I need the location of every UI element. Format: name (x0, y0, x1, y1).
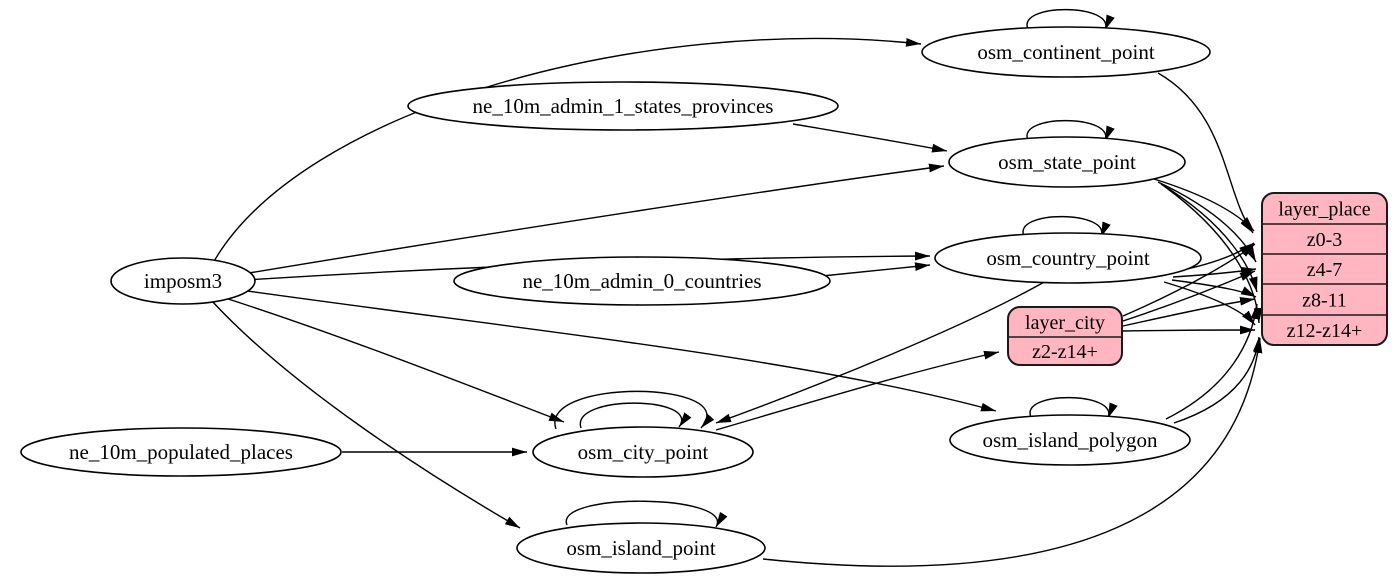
node-osm_country_point: osm_country_point (934, 232, 1202, 284)
self-loop-osm_city_point-1 (554, 390, 715, 430)
record-layer_place-row-1: z4-7 (1307, 259, 1343, 281)
record-layer_city-box (1007, 306, 1123, 366)
node-ne_10m_admin_0_countries-shape (453, 256, 831, 306)
record-layer_city-row-0: z2-z14+ (1032, 341, 1098, 363)
record-layer_city: layer_city z2-z14+ (1007, 306, 1123, 366)
edge-ne_10m_admin_0_countries-osm_country_point (821, 262, 931, 277)
self-loop-osm_country_point (1022, 216, 1111, 238)
node-osm_island_polygon: osm_island_polygon (949, 414, 1191, 466)
node-osm_island_point-label: osm_island_point (566, 536, 716, 560)
node-osm_country_point-label: osm_country_point (986, 246, 1149, 270)
record-layer_place-row-2: z8-11 (1302, 290, 1347, 312)
self-loop-osm_island_polygon (1029, 397, 1118, 419)
node-imposm3: imposm3 (110, 257, 256, 305)
node-ne_10m_admin_1_states_provinces-label: ne_10m_admin_1_states_provinces (473, 94, 774, 118)
edge-imposm3-osm_city_point (221, 296, 565, 423)
record-layer_city-title: layer_city (1025, 312, 1105, 334)
edge-imposm3-osm_continent_point (212, 37, 922, 264)
record-layer_place-box (1261, 192, 1388, 346)
node-osm_island_polygon-shape (949, 414, 1191, 466)
edges-layer (210, 9, 1263, 567)
node-osm_island_point-shape (516, 522, 766, 574)
edge-imposm3-osm_state_point (242, 163, 945, 275)
node-osm_state_point-shape (948, 136, 1186, 188)
node-osm_continent_point: osm_continent_point (921, 26, 1211, 78)
self-loop-osm_city_point-2 (579, 402, 692, 429)
node-osm_city_point-shape (532, 426, 754, 478)
self-loop-osm_island_point (565, 500, 728, 528)
node-osm_island_point: osm_island_point (516, 522, 766, 574)
edge-osm_island_polygon-layer_place-z8-11 (1165, 303, 1260, 420)
edge-osm_country_point-layer_place-z12-z14+ (1163, 281, 1256, 326)
node-ne_10m_populated_places-label: ne_10m_populated_places (69, 440, 293, 464)
node-osm_city_point: osm_city_point (532, 426, 754, 478)
self-loop-osm_continent_point (1026, 9, 1115, 31)
node-osm_continent_point-label: osm_continent_point (977, 40, 1154, 64)
record-layer_place-row-0: z0-3 (1307, 229, 1343, 251)
record-layer_place: layer_place z0-3 z4-7 z8-11 z12-z14+ (1261, 192, 1388, 346)
node-osm_country_point-shape (934, 232, 1202, 284)
edge-osm_continent_point-layer_place-z0-3 (1157, 72, 1254, 234)
record-layer_place-row-3: z12-z14+ (1287, 320, 1363, 342)
node-ne_10m_admin_0_countries: ne_10m_admin_0_countries (453, 256, 831, 306)
edge-layer_city-layer_place-z8-11 (1122, 296, 1256, 327)
nodes-layer: imposm3 ne_10m_admin_1_states_provincesne… (20, 26, 1388, 574)
edge-imposm3-osm_island_point (210, 299, 521, 529)
edge-layer_city-layer_place-z4-7 (1122, 270, 1256, 322)
edge-layer_city-layer_place-z12-z14+ (1122, 325, 1256, 335)
edge-osm_country_point-osm_city_point (715, 280, 1047, 424)
edge-osm_island_polygon-layer_place-z12-z14+ (1173, 336, 1262, 424)
node-osm_state_point: osm_state_point (948, 136, 1186, 188)
node-ne_10m_admin_1_states_provinces-shape (407, 81, 839, 131)
node-osm_city_point-label: osm_city_point (578, 440, 709, 464)
edge-osm_country_point-layer_place-z8-11 (1171, 279, 1257, 298)
node-ne_10m_admin_0_countries-label: ne_10m_admin_0_countries (522, 269, 761, 293)
edge-ne_10m_admin_1_states_provinces-osm_state_point (792, 123, 948, 153)
edge-osm_city_point-layer_city-z2-z14+ (715, 350, 1000, 431)
edge-osm_country_point-layer_place-z4-7 (1172, 266, 1257, 278)
edge-osm_state_point-layer_place-z0-3 (1153, 178, 1255, 232)
node-osm_state_point-label: osm_state_point (998, 150, 1136, 174)
edge-osm_island_point-layer_place-z12-z14+ (762, 337, 1263, 567)
node-imposm3-label: imposm3 (144, 269, 222, 293)
node-ne_10m_populated_places: ne_10m_populated_places (20, 427, 342, 477)
record-layer_place-title: layer_place (1278, 199, 1370, 221)
node-ne_10m_admin_1_states_provinces: ne_10m_admin_1_states_provinces (407, 81, 839, 131)
node-osm_island_polygon-label: osm_island_polygon (982, 428, 1158, 452)
node-ne_10m_populated_places-shape (20, 427, 342, 477)
edge-layer_city-layer_place-z0-3 (1122, 243, 1256, 317)
edge-osm_state_point-layer_place-z8-11 (1160, 183, 1258, 293)
self-loop-osm_state_point (1026, 120, 1115, 142)
node-imposm3-shape (110, 257, 256, 305)
edge-imposm3-osm_island_polygon (239, 289, 997, 412)
node-osm_continent_point-shape (921, 26, 1211, 78)
